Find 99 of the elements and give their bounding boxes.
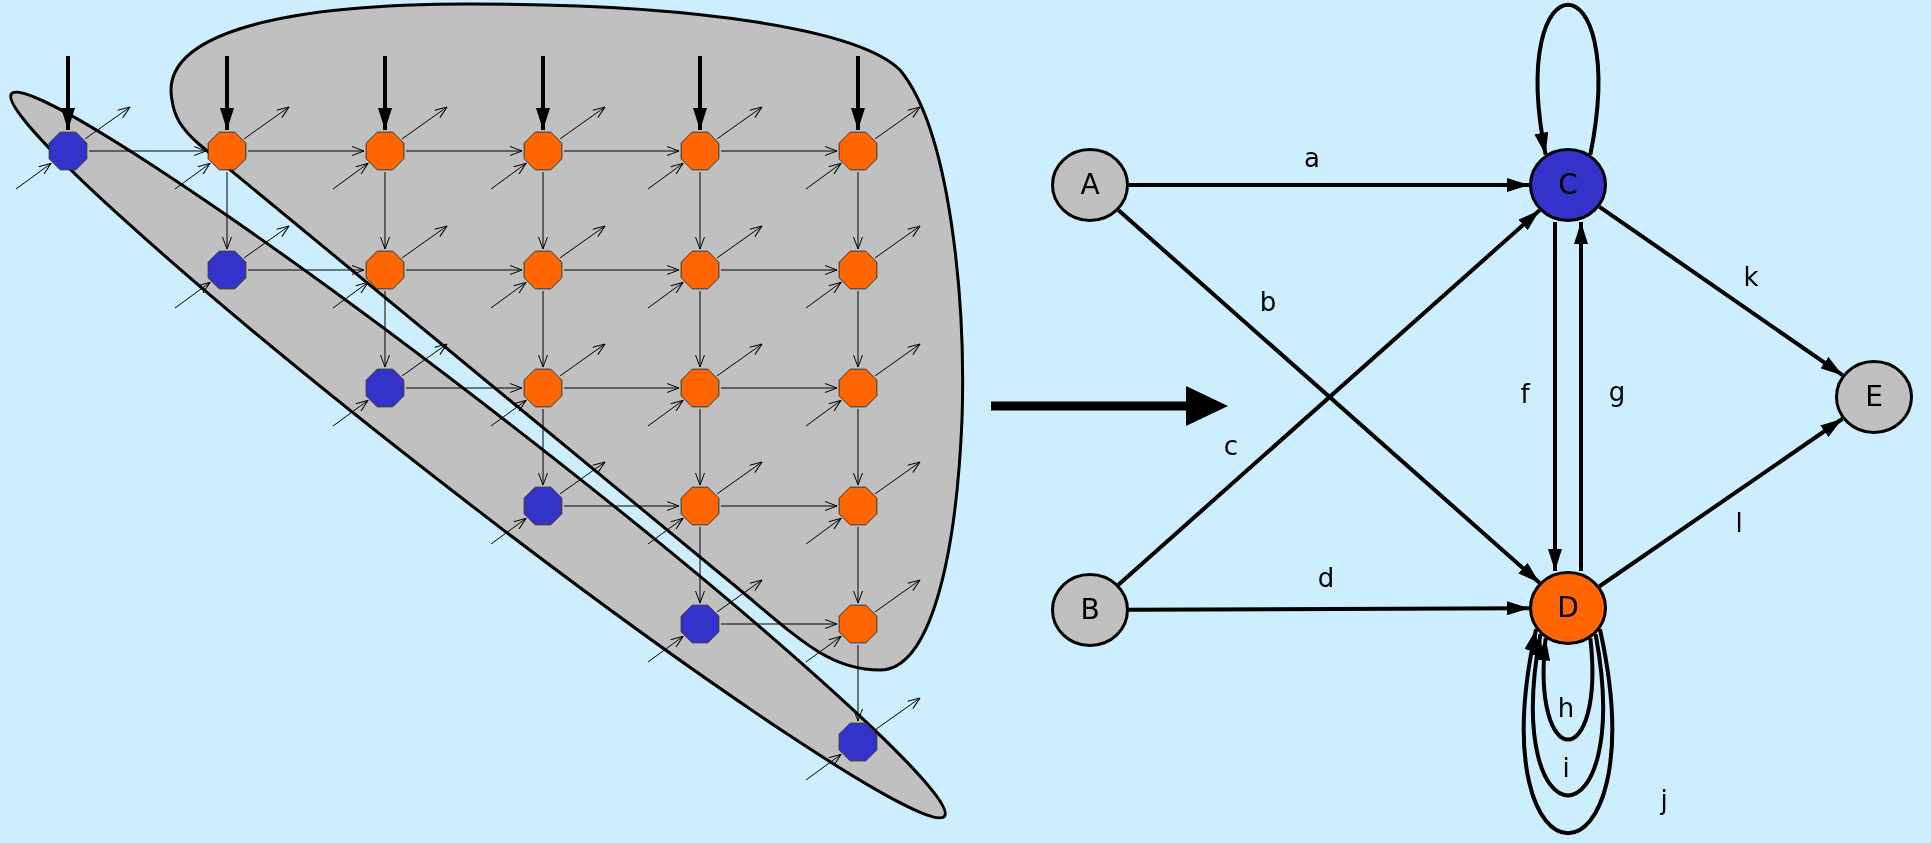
arrow [720, 383, 838, 393]
arrow [693, 56, 707, 130]
arrow [538, 408, 548, 486]
arrow [853, 290, 863, 368]
arrow [538, 290, 548, 368]
arrow [716, 106, 763, 140]
arrow [874, 461, 921, 495]
arrow [247, 265, 365, 275]
arrow [695, 290, 705, 368]
arrow [222, 171, 232, 250]
node-label: B [1080, 596, 1100, 624]
state-node [1051, 573, 1129, 647]
arrow [378, 56, 392, 130]
arrow [805, 753, 842, 781]
arrow [1598, 417, 1844, 588]
arrow [559, 225, 606, 259]
arrow [380, 290, 390, 368]
arrow [61, 56, 75, 130]
arrow [853, 526, 863, 604]
arrow [380, 171, 390, 250]
arrow [853, 408, 863, 486]
arrow [1598, 205, 1844, 377]
state-node [1835, 360, 1913, 434]
arrow [647, 517, 684, 545]
arrow [874, 579, 921, 613]
arrow [805, 517, 842, 545]
arrow [720, 146, 838, 156]
self-loop-arrow [1522, 628, 1614, 835]
arrow [1129, 601, 1529, 616]
arrow [874, 225, 921, 259]
arrow [559, 461, 606, 495]
arrow [332, 399, 369, 427]
arrow [805, 635, 842, 663]
arrow [563, 146, 680, 156]
arrow [174, 162, 211, 190]
arrow [805, 281, 842, 309]
arrow [243, 225, 290, 259]
self-loop-arrow [1530, 633, 1605, 797]
arrow [647, 162, 684, 190]
arrow [695, 526, 705, 604]
arrow [405, 383, 523, 393]
arrow [538, 171, 548, 250]
arrow [243, 106, 290, 140]
arrow [874, 106, 921, 140]
arrow [1129, 178, 1529, 192]
arrow [401, 106, 448, 140]
arrow [220, 56, 234, 130]
node-label: D [1557, 594, 1579, 622]
arrow [559, 343, 606, 377]
arrow [559, 106, 606, 140]
arrow [563, 265, 680, 275]
arrow [490, 399, 527, 427]
arrow [15, 162, 52, 190]
arrow [716, 461, 763, 495]
arrow [720, 265, 838, 275]
arrow [716, 579, 763, 613]
arrow [695, 171, 705, 250]
arrow [405, 265, 523, 275]
node-label: A [1080, 171, 1100, 199]
arrow [805, 162, 842, 190]
arrow [247, 146, 365, 156]
self-loop-arrow [1537, 638, 1595, 742]
arrow [647, 399, 684, 427]
arrow [1574, 222, 1588, 571]
arrow [88, 146, 207, 156]
node-label: C [1558, 171, 1578, 199]
arrow [874, 343, 921, 377]
arrow [716, 343, 763, 377]
arrow [716, 225, 763, 259]
arrow [647, 635, 684, 663]
state-node [1051, 148, 1129, 222]
arrow [490, 281, 527, 309]
arrow [332, 162, 369, 190]
arrow [1548, 222, 1562, 571]
arrow [851, 56, 865, 130]
arrow [174, 281, 211, 309]
arrow [874, 697, 921, 731]
arrow [401, 343, 448, 377]
arrow [647, 281, 684, 309]
arrow [563, 383, 680, 393]
arrow [563, 501, 680, 511]
state-node [1529, 148, 1607, 222]
arrow [853, 171, 863, 250]
arrow [332, 281, 369, 309]
self-loop-arrow [1535, 3, 1601, 155]
arrow [490, 517, 527, 545]
arrow [405, 146, 523, 156]
arrow [805, 399, 842, 427]
node-label: E [1865, 383, 1883, 411]
arrow [84, 106, 131, 140]
arrow [695, 408, 705, 486]
arrow [720, 619, 838, 629]
arrow [490, 162, 527, 190]
group-ellipse [8, 90, 948, 820]
arrow [853, 644, 863, 722]
arrow [720, 501, 838, 511]
arrow [536, 56, 550, 130]
state-node [1529, 571, 1607, 645]
arrow [401, 225, 448, 259]
